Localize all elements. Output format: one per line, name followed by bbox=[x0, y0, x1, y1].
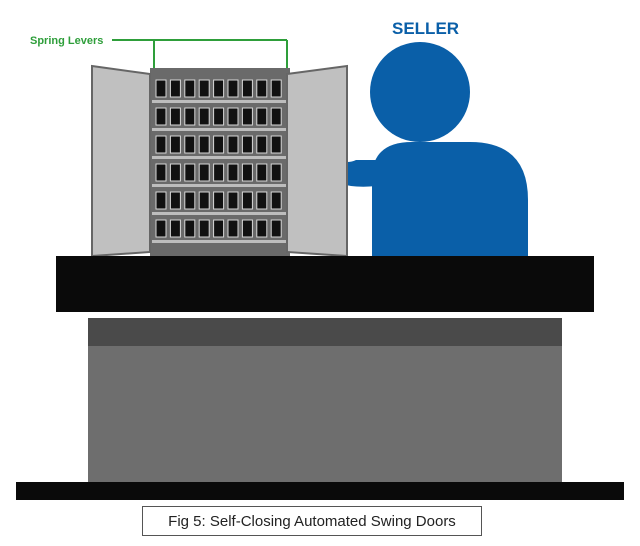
shelf-divider bbox=[152, 212, 288, 215]
seller-label: SELLER bbox=[392, 19, 459, 38]
counter-top bbox=[56, 256, 594, 312]
product-slot bbox=[198, 219, 210, 238]
product-slot bbox=[241, 219, 253, 238]
spring-levers-label: Spring Levers bbox=[30, 35, 103, 47]
product-slot bbox=[227, 107, 239, 126]
product-slot bbox=[169, 107, 181, 126]
caption-text: Fig 5: Self-Closing Automated Swing Door… bbox=[168, 512, 456, 530]
swing-door-cabinet bbox=[91, 64, 348, 258]
right-door bbox=[286, 64, 348, 258]
product-slot bbox=[184, 107, 196, 126]
product-slot bbox=[256, 79, 268, 98]
product-slot bbox=[241, 135, 253, 154]
product-slot bbox=[213, 135, 225, 154]
product-slot bbox=[213, 163, 225, 182]
product-slot bbox=[270, 135, 282, 154]
product-slot bbox=[169, 219, 181, 238]
product-slot bbox=[241, 79, 253, 98]
product-slot bbox=[198, 163, 210, 182]
product-slot bbox=[270, 191, 282, 210]
cabinet-body bbox=[88, 346, 562, 482]
shelf-divider bbox=[152, 156, 288, 159]
product-slot bbox=[184, 135, 196, 154]
product-slot bbox=[227, 135, 239, 154]
cabinet-band bbox=[88, 318, 562, 346]
product-slot bbox=[155, 163, 167, 182]
product-slot bbox=[184, 219, 196, 238]
product-slot bbox=[155, 191, 167, 210]
product-slot bbox=[169, 135, 181, 154]
product-slot bbox=[256, 135, 268, 154]
product-slot bbox=[256, 107, 268, 126]
product-slot bbox=[241, 107, 253, 126]
product-slot bbox=[155, 135, 167, 154]
product-slot bbox=[198, 79, 210, 98]
product-slot bbox=[213, 107, 225, 126]
product-slot-grid bbox=[152, 79, 288, 243]
product-slot bbox=[198, 135, 210, 154]
product-slot bbox=[270, 219, 282, 238]
product-slot bbox=[256, 191, 268, 210]
product-slot bbox=[198, 107, 210, 126]
shelf-divider bbox=[152, 100, 288, 103]
left-door bbox=[91, 64, 151, 258]
product-slot bbox=[256, 163, 268, 182]
product-slot bbox=[270, 107, 282, 126]
product-slot bbox=[184, 79, 196, 98]
product-slot bbox=[241, 163, 253, 182]
product-slot bbox=[256, 219, 268, 238]
product-slot bbox=[213, 219, 225, 238]
product-slot bbox=[213, 79, 225, 98]
product-slot bbox=[227, 163, 239, 182]
shelf-divider bbox=[152, 240, 288, 243]
product-slot bbox=[184, 163, 196, 182]
shelf-divider bbox=[152, 128, 288, 131]
product-slot bbox=[227, 79, 239, 98]
product-slot bbox=[213, 191, 225, 210]
product-slot bbox=[198, 191, 210, 210]
product-slot bbox=[155, 79, 167, 98]
product-slot bbox=[241, 191, 253, 210]
product-slot bbox=[169, 79, 181, 98]
figure-caption: Fig 5: Self-Closing Automated Swing Door… bbox=[142, 506, 482, 536]
product-slot bbox=[270, 163, 282, 182]
product-slot bbox=[169, 163, 181, 182]
product-slot bbox=[169, 191, 181, 210]
product-slot bbox=[227, 219, 239, 238]
product-slot bbox=[184, 191, 196, 210]
shelf-divider bbox=[152, 184, 288, 187]
floor-base bbox=[16, 482, 624, 500]
product-slot bbox=[227, 191, 239, 210]
product-slot bbox=[270, 79, 282, 98]
product-slot bbox=[155, 107, 167, 126]
product-slot bbox=[155, 219, 167, 238]
